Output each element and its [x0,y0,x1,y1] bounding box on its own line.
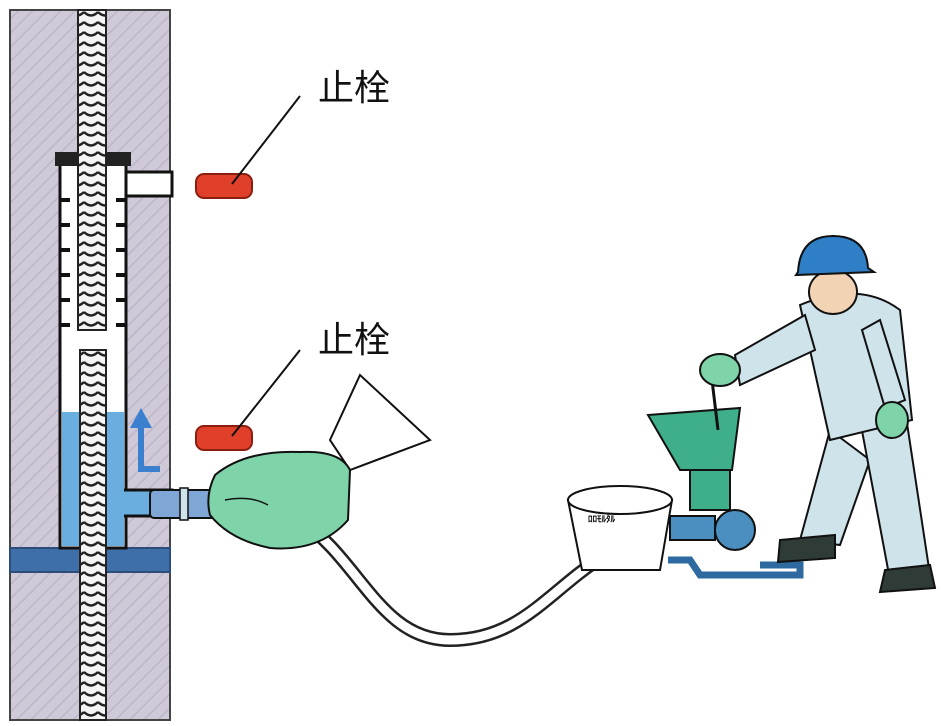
upward-flow-arrow-icon [130,408,160,472]
upper-plug-group: 止栓 [195,68,390,199]
wall-section [9,9,174,721]
worker-left-glove [699,353,741,387]
upper-leader-line [231,95,301,185]
lower-plug [195,425,253,451]
mortar-bag-label: ﾛﾛﾓﾙﾀﾙ [588,513,616,525]
lower-leader-line [231,349,301,437]
worker [699,234,937,594]
pump-hopper [646,406,742,471]
mortar-bag: ﾛﾛﾓﾙﾀﾙ [566,485,674,571]
gloved-hand [207,373,432,550]
sleeve-ribs [60,198,126,327]
upper-plug [195,173,253,199]
helmet [794,234,878,277]
worker-face [808,269,858,315]
pump-body [689,469,731,511]
lower-rebar [79,349,107,721]
upper-plug-label: 止栓 [318,68,390,109]
lower-plug-label: 止栓 [318,320,390,361]
upper-outlet-channel [124,170,174,198]
lower-plug-group: 止栓 [195,320,390,451]
pump-frame [668,556,804,579]
grout-pump [646,379,804,579]
upper-rebar [77,9,107,331]
pump-motor [714,509,756,551]
worker-right-glove [875,401,909,439]
